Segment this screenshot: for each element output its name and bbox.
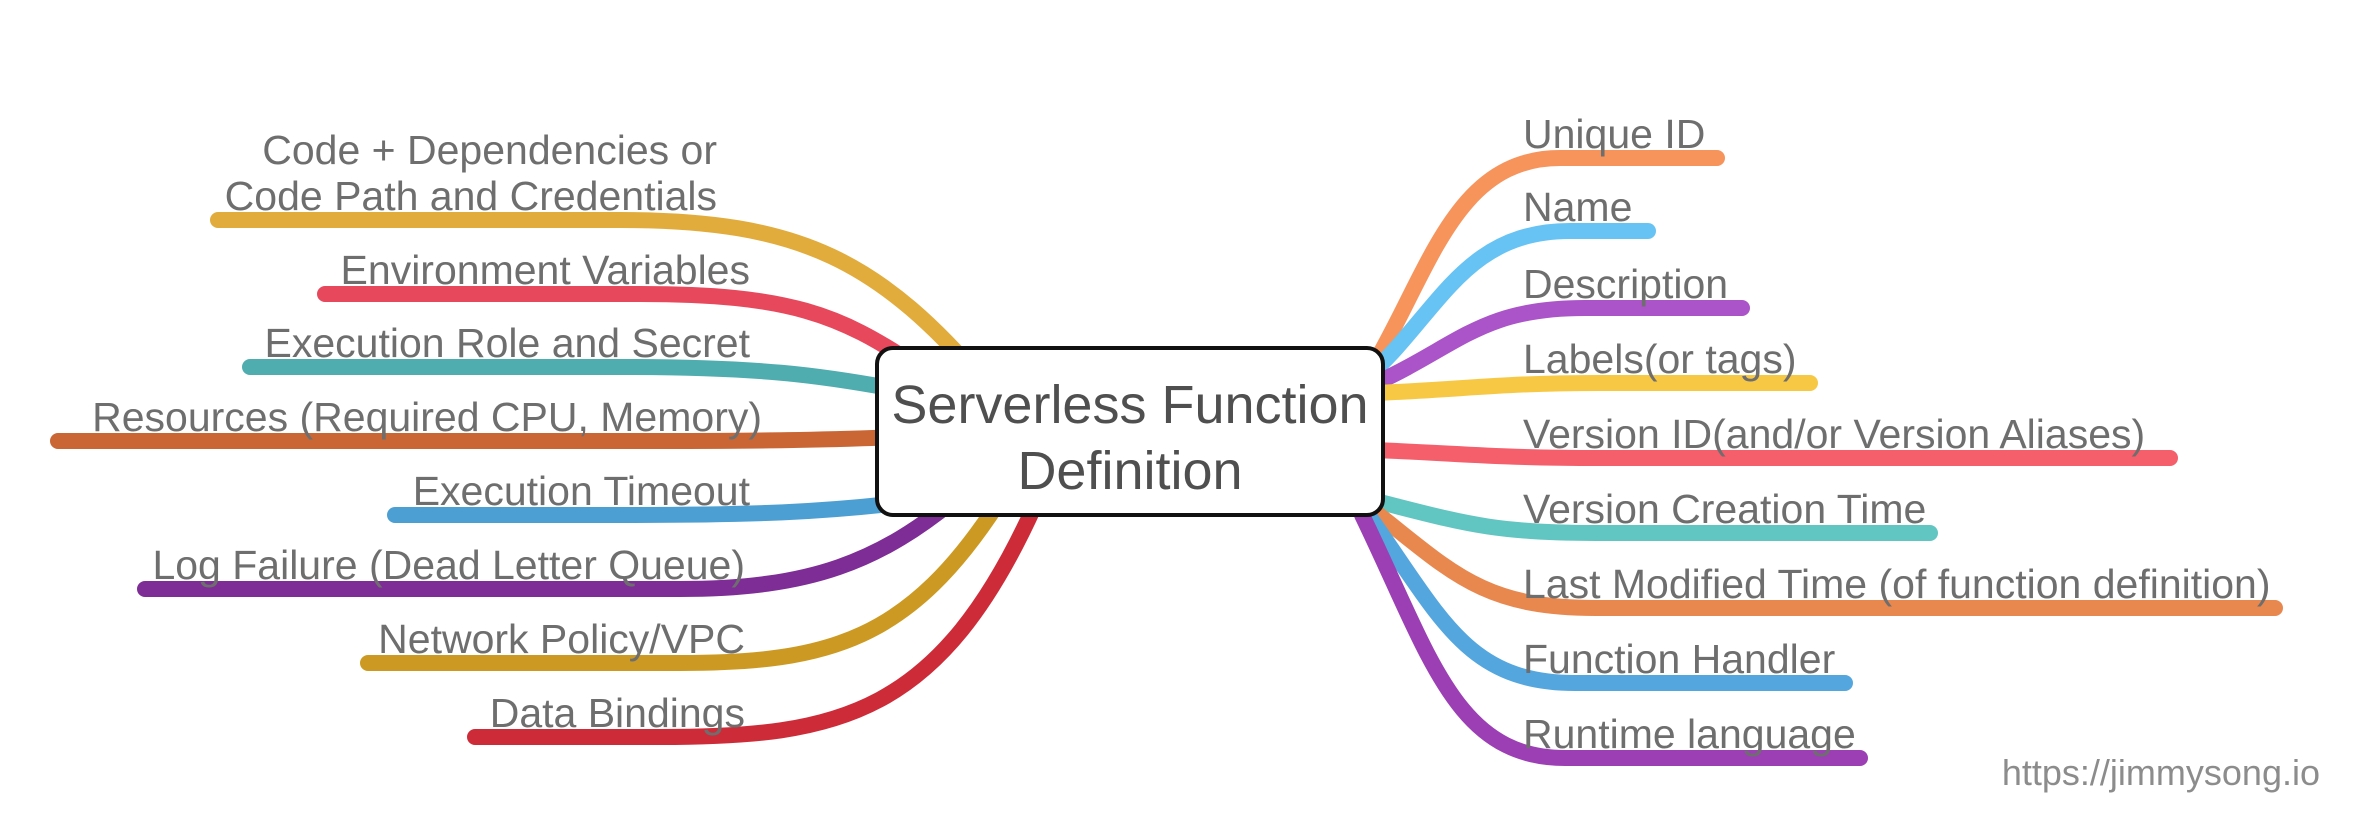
branch-line-left-environment-variables: [317, 286, 923, 373]
branch-line-left-log-failure: [137, 487, 968, 597]
branch-label-resources: Resources (Required CPU, Memory): [92, 394, 762, 440]
branch-line-left-resources: [50, 429, 908, 449]
branch-line-left-data-bindings: [467, 497, 1043, 745]
central-node-title-line2: Definition: [1017, 440, 1243, 501]
central-node-title-line1: Serverless Function: [891, 374, 1369, 435]
branch-line-left-code-dependencies: [210, 212, 998, 398]
branch-label-name: Name: [1523, 184, 1633, 230]
branch-label-function-handler: Function Handler: [1523, 636, 1836, 682]
branch-line-right-version-creation-time: [1364, 492, 1938, 541]
branch-label-description: Description: [1523, 261, 1729, 307]
branch-label-environment-variables: Environment Variables: [340, 247, 750, 293]
branch-label-execution-role: Execution Role and Secret: [264, 320, 750, 366]
branch-line-right-name: [1362, 223, 1656, 383]
branch-label-execution-timeout: Execution Timeout: [412, 468, 750, 514]
branch-line-right-labels: [1367, 375, 1818, 401]
branch-line-right-unique-id: [1364, 150, 1725, 376]
branch-line-left-execution-timeout: [387, 495, 908, 523]
branch-label-version-id: Version ID(and/or Version Aliases): [1523, 411, 2146, 457]
branch-line-right-version-id: [1367, 442, 2178, 466]
branch-line-right-runtime-language: [1354, 507, 1868, 766]
branch-label-runtime-language: Runtime language: [1523, 711, 1856, 757]
branch-label-labels: Labels(or tags): [1523, 336, 1797, 382]
branch-line-right-description: [1364, 300, 1750, 393]
branch-label-log-failure: Log Failure (Dead Letter Queue): [152, 542, 745, 588]
central-node: Serverless Function Definition: [875, 346, 1385, 517]
branch-label-version-creation-time: Version Creation Time: [1523, 486, 1927, 532]
branch-label-data-bindings: Data Bindings: [489, 690, 745, 736]
branch-line-right-function-handler: [1358, 504, 1853, 691]
branch-label-code-dependencies: Code + Dependencies or Code Path and Cre…: [224, 127, 717, 219]
branch-line-right-last-modified-time: [1362, 500, 2283, 616]
branch-label-last-modified-time: Last Modified Time (of function definiti…: [1523, 561, 2271, 607]
branch-label-unique-id: Unique ID: [1523, 111, 1706, 157]
branch-label-network-policy: Network Policy/VPC: [378, 616, 745, 662]
branch-line-left-network-policy: [360, 492, 1008, 671]
branch-line-left-execution-role: [242, 359, 908, 398]
watermark-url: https://jimmysong.io: [2001, 752, 2320, 793]
